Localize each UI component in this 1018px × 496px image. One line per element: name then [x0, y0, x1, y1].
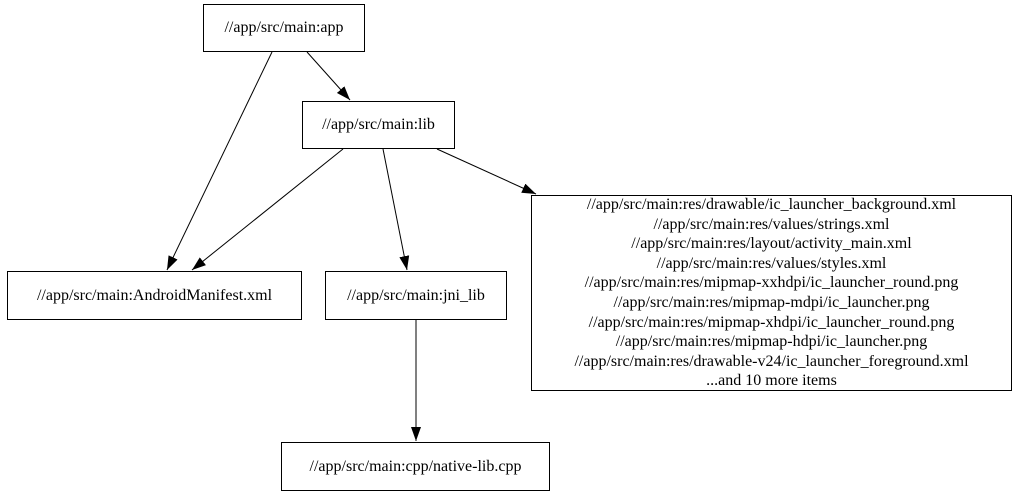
node-lib-label: //app/src/main:lib — [322, 116, 435, 133]
node-native-lib: //app/src/main:cpp/native-lib.cpp — [281, 442, 550, 491]
res-group-line: //app/src/main:res/mipmap-xhdpi/ic_launc… — [588, 313, 955, 331]
res-group-line: //app/src/main:res/layout/activity_main.… — [631, 235, 912, 253]
res-group-line: //app/src/main:res/mipmap-hdpi/ic_launch… — [615, 333, 928, 351]
node-app-label: //app/src/main:app — [224, 19, 344, 36]
res-group-line: //app/src/main:res/drawable/ic_launcher_… — [586, 196, 957, 214]
node-lib: //app/src/main:lib — [302, 101, 455, 149]
node-android-manifest: //app/src/main:AndroidManifest.xml — [7, 271, 302, 320]
res-group-line: //app/src/main:res/drawable-v24/ic_launc… — [574, 352, 969, 370]
edge-lib-to-res-group — [436, 148, 537, 195]
edge-lib-to-manifest — [191, 148, 344, 271]
node-jni-lib: //app/src/main:jni_lib — [325, 271, 507, 320]
res-group-more-items: ...and 10 more items — [706, 372, 837, 390]
res-group-line: //app/src/main:res/mipmap-xxhdpi/ic_laun… — [584, 274, 959, 292]
edge-app-to-manifest — [166, 51, 273, 271]
node-android-manifest-label: //app/src/main:AndroidManifest.xml — [36, 286, 273, 304]
node-native-lib-label: //app/src/main:cpp/native-lib.cpp — [309, 457, 522, 475]
edge-lib-to-jni-lib — [382, 148, 410, 271]
node-res-group: //app/src/main:res/drawable/ic_launcher_… — [531, 195, 1012, 391]
res-group-line: //app/src/main:res/values/styles.xml — [656, 254, 887, 272]
res-group-line: //app/src/main:res/values/strings.xml — [653, 215, 890, 233]
edge-app-to-lib — [306, 51, 351, 101]
res-group-line: //app/src/main:res/mipmap-mdpi/ic_launch… — [613, 294, 930, 311]
node-jni-lib-label: //app/src/main:jni_lib — [347, 286, 485, 304]
node-app: //app/src/main:app — [203, 4, 365, 52]
